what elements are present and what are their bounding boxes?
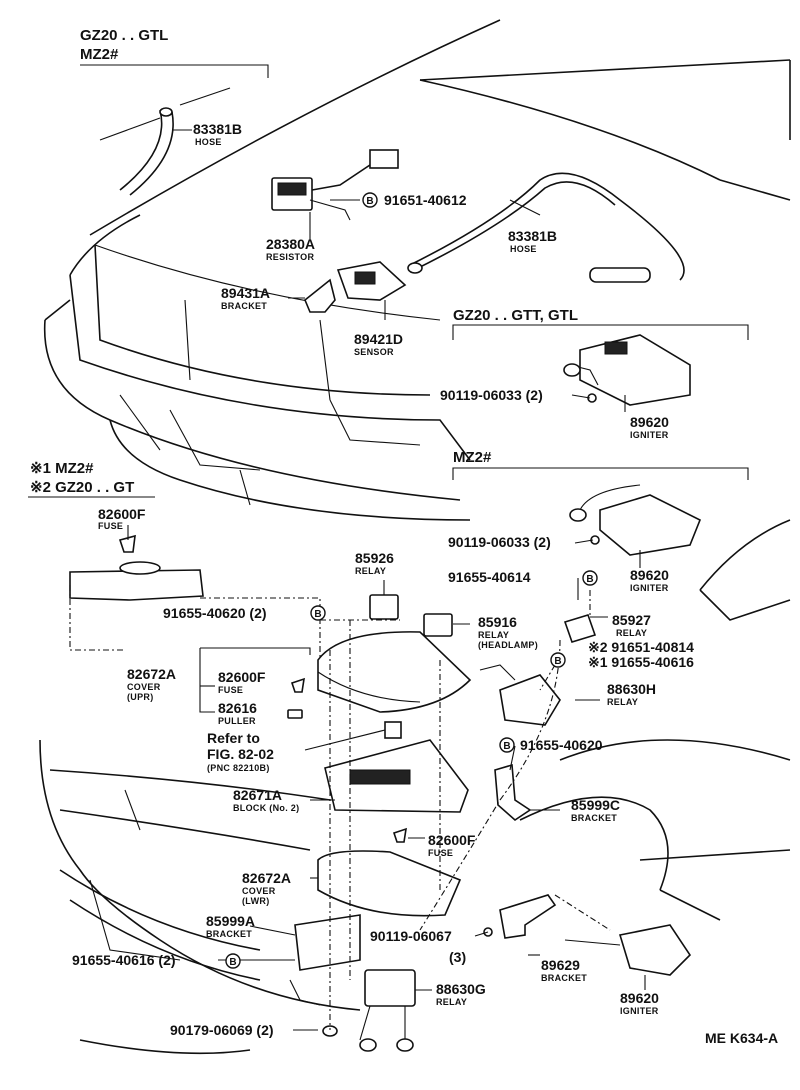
figure-code: ME K634-A bbox=[705, 1030, 778, 1046]
part-number-28380a: 28380A bbox=[266, 236, 315, 252]
part-number-82600f-c: 82600F bbox=[428, 832, 476, 848]
part-number-91651-40814: ※2 91651-40814 bbox=[588, 639, 694, 655]
part-number-89620-b: 89620 bbox=[630, 567, 669, 583]
part-number-85999c: 85999C bbox=[571, 797, 620, 813]
part-name-cover: COVER bbox=[127, 682, 161, 692]
part-number-85999a: 85999A bbox=[206, 913, 255, 929]
group-header-mz2-b: MZ2# bbox=[453, 449, 492, 466]
part-number-89629: 89629 bbox=[541, 957, 580, 973]
part-name-igniter-a: IGNITER bbox=[630, 430, 669, 440]
group-header-gz20-gtt-gtl: GZ20 . . GTT, GTL bbox=[453, 307, 578, 324]
part-name-bracket-85999a: BRACKET bbox=[206, 929, 252, 939]
part-name-igniter-c: IGNITER bbox=[620, 1006, 659, 1016]
part-name-puller: PULLER bbox=[218, 716, 256, 726]
section-headers: GZ20 . . GTL MZ2# GZ20 . . GTT, GTL MZ2#… bbox=[30, 27, 578, 496]
part-number-90179-06069: 90179-06069 (2) bbox=[170, 1022, 274, 1038]
part-number-89431a: 89431A bbox=[221, 285, 270, 301]
part-number-85926: 85926 bbox=[355, 550, 394, 566]
part-name-hose: HOSE bbox=[195, 137, 222, 147]
part-number-88630h: 88630H bbox=[607, 681, 656, 697]
part-name-fuse-b: FUSE bbox=[218, 685, 243, 695]
part-number-83381b: 83381B bbox=[193, 121, 242, 137]
part-number-89421d: 89421D bbox=[354, 331, 403, 347]
part-name-block-no2: BLOCK (No. 2) bbox=[233, 803, 299, 813]
part-number-90119-06067: 90119-06067 bbox=[370, 928, 452, 944]
part-labels: 83381B HOSE 91651-40612 83381B HOSE 2838… bbox=[72, 121, 778, 1046]
part-name-relay-88630h: RELAY bbox=[607, 697, 638, 707]
part-number-82672a-b: 82672A bbox=[242, 870, 291, 886]
group-header-gz20-gtl: GZ20 . . GTL bbox=[80, 27, 168, 44]
part-name-bracket: BRACKET bbox=[221, 301, 267, 311]
part-number-90119-06033-b: 90119-06033 (2) bbox=[448, 534, 551, 550]
part-number-85916: 85916 bbox=[478, 614, 517, 630]
part-name-resistor: RESISTOR bbox=[266, 252, 314, 262]
part-name-relay-85926: RELAY bbox=[355, 566, 386, 576]
part-number-91655-40616-b: 91655-40616 (2) bbox=[72, 952, 176, 968]
note-1: ※1 MZ2# bbox=[30, 460, 94, 477]
bolt-symbol: B bbox=[314, 609, 321, 620]
part-number-82672a-a: 82672A bbox=[127, 666, 176, 682]
part-number-89620-c: 89620 bbox=[620, 990, 659, 1006]
part-number-82616: 82616 bbox=[218, 700, 257, 716]
bolt-symbol: B bbox=[554, 656, 561, 667]
bolt-symbol: B bbox=[229, 957, 236, 968]
part-name-bracket-85999c: BRACKET bbox=[571, 813, 617, 823]
part-number-91655-40614: 91655-40614 bbox=[448, 569, 531, 585]
part-number-82600f-a: 82600F bbox=[98, 506, 146, 522]
bolt-symbol: B bbox=[366, 196, 373, 207]
part-number-91655-40620-a: 91655-40620 (2) bbox=[163, 605, 267, 621]
part-qty-90119-06067: (3) bbox=[449, 949, 466, 965]
part-name-relay-85916: RELAY bbox=[478, 630, 509, 640]
part-number-91655-40620-b: 91655-40620 bbox=[520, 737, 603, 753]
part-number-83381b-b: 83381B bbox=[508, 228, 557, 244]
part-name-igniter-b: IGNITER bbox=[630, 583, 669, 593]
part-number-82671a: 82671A bbox=[233, 787, 282, 803]
part-number-85927: 85927 bbox=[612, 612, 651, 628]
part-name-headlamp: (HEADLAMP) bbox=[478, 640, 538, 650]
part-name-hose-b: HOSE bbox=[510, 244, 537, 254]
part-name-relay-85927: RELAY bbox=[616, 628, 647, 638]
part-number-90119-06033-a: 90119-06033 (2) bbox=[440, 387, 543, 403]
section-brackets bbox=[28, 64, 749, 498]
bolt-symbols: B B B B B B bbox=[225, 192, 598, 969]
part-name-relay-88630g: RELAY bbox=[436, 997, 467, 1007]
group-header-mz2: MZ2# bbox=[80, 46, 119, 63]
part-number-91655-40616-a: ※1 91655-40616 bbox=[588, 654, 694, 670]
part-name-cover-b: COVER bbox=[242, 886, 276, 896]
part-number-91651-40612: 91651-40612 bbox=[384, 192, 467, 208]
leader-lines bbox=[127, 129, 646, 1031]
part-number-88630g: 88630G bbox=[436, 981, 486, 997]
refer-pnc: (PNC 82210B) bbox=[207, 763, 270, 773]
refer-figure: FIG. 82-02 bbox=[207, 746, 274, 762]
part-number-89620-a: 89620 bbox=[630, 414, 669, 430]
part-name-fuse-c: FUSE bbox=[428, 848, 453, 858]
refer-to-text: Refer to bbox=[207, 730, 260, 746]
part-name-cover-lwr: (LWR) bbox=[242, 896, 270, 906]
part-name-cover-upr: (UPR) bbox=[127, 692, 154, 702]
bolt-symbol: B bbox=[586, 574, 593, 585]
part-shapes bbox=[69, 87, 702, 1052]
part-name-fuse-a: FUSE bbox=[98, 521, 123, 531]
part-name-bracket-89629: BRACKET bbox=[541, 973, 587, 983]
dash-lines bbox=[69, 585, 611, 1030]
note-2: ※2 GZ20 . . GT bbox=[30, 479, 134, 496]
car-body-outline bbox=[39, 19, 791, 1055]
part-name-sensor: SENSOR bbox=[354, 347, 394, 357]
part-number-82600f-b: 82600F bbox=[218, 669, 266, 685]
bolt-symbol: B bbox=[503, 741, 510, 752]
